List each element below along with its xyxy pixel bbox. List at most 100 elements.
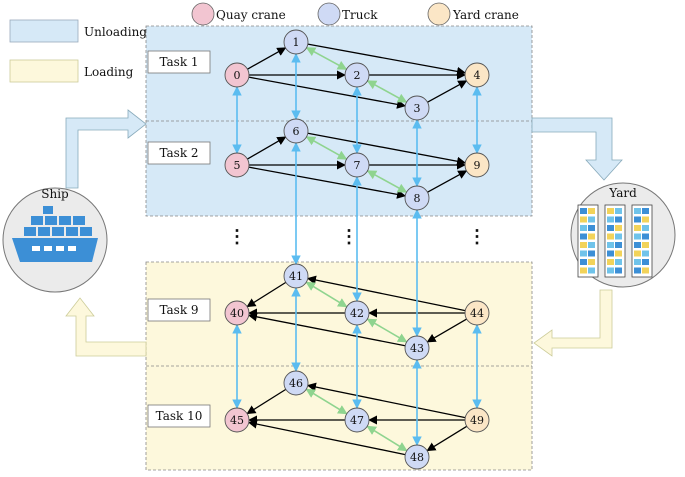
edge-7-8-green [366,170,408,193]
legend-unloading-swatch [9,19,79,43]
node-43: 43 [404,335,430,361]
node-7: 7 [344,152,370,178]
node-6: 6 [283,118,309,144]
node-label-8: 8 [414,192,421,205]
legend-quay-crane-label: Quay crane [216,8,286,22]
ship-icon [2,187,108,293]
node-9: 9 [464,152,490,178]
node-5: 5 [224,152,250,178]
node-label-41: 41 [289,270,303,283]
legend-loading-swatch [9,59,79,83]
edge-49-48 [426,425,468,452]
node-circle-49 [464,407,490,433]
node-circle-4 [464,62,490,88]
node-label-44: 44 [470,307,484,320]
ship-label: Ship [41,187,69,201]
edge-44-43 [426,318,467,343]
node-48: 48 [404,444,430,470]
legend-unloading-label: Unloading [84,25,147,39]
node-circle-6 [283,118,309,144]
node-label-7: 7 [354,159,361,172]
node-label-4: 4 [474,69,481,82]
node-circle-2 [344,62,370,88]
node-label-42: 42 [350,307,364,320]
node-label-5: 5 [234,159,241,172]
node-label-1: 1 [293,36,300,49]
node-4: 4 [464,62,490,88]
edge-47-48-green [366,425,408,452]
task10-box [147,404,211,428]
edge-42-43-green [366,318,408,343]
node-label-46: 46 [289,377,303,390]
node-46: 46 [283,370,309,396]
task2-label: Task 2 [159,146,198,160]
edge-41-42-green [305,281,348,308]
node-circle-0 [224,62,250,88]
edge-46-47-green [305,388,348,415]
node-41: 41 [283,263,309,289]
node-3: 3 [404,95,430,121]
legend-loading-label: Loading [84,65,134,79]
node-label-9: 9 [474,159,481,172]
edge-8-9 [427,170,468,193]
node-8: 8 [404,185,430,211]
edge-3-4 [427,80,468,103]
node-label-40: 40 [230,307,244,320]
node-2: 2 [344,62,370,88]
node-42: 42 [344,300,370,326]
task9-box [147,298,211,322]
node-circle-3 [404,95,430,121]
edge-5-6 [247,136,287,160]
node-44: 44 [464,300,490,326]
node-1: 1 [283,29,309,55]
task10-label: Task 10 [156,409,203,423]
node-circle-44 [464,300,490,326]
node-label-0: 0 [234,69,241,82]
task1-box [147,50,211,74]
flow-arrow-loading-to-ship [65,297,147,357]
legend-yard-crane-label: Yard crane [452,8,519,22]
legend-quay-crane-icon [191,2,215,26]
node-49: 49 [464,407,490,433]
node-40: 40 [224,300,250,326]
node-45: 45 [224,407,250,433]
node-label-48: 48 [410,451,424,464]
node-circle-8 [404,185,430,211]
node-circle-5 [224,152,250,178]
task9-label: Task 9 [159,303,198,317]
edge-0-1 [247,47,287,70]
node-circle-40 [224,300,250,326]
yard-icon [570,182,676,288]
flow-arrow-ship-to-unloading [65,109,147,189]
node-circle-45 [224,407,250,433]
task1-label: Task 1 [159,55,198,69]
node-circle-48 [404,444,430,470]
node-47: 47 [344,407,370,433]
ellipsis-3: ⋮ [468,227,486,248]
node-circle-41 [283,263,309,289]
flow-arrow-unloading-to-yard [531,117,623,181]
legend-yard-crane-icon [427,2,451,26]
node-0: 0 [224,62,250,88]
node-label-2: 2 [354,69,361,82]
edge-2-3-green [366,80,408,103]
edge-41-40 [246,281,287,308]
node-circle-43 [404,335,430,361]
task2-box [147,141,211,165]
legend-truck-label: Truck [342,8,378,22]
yard-label: Yard [608,186,637,200]
ellipsis-1: ⋮ [228,227,246,248]
node-circle-46 [283,370,309,396]
node-label-45: 45 [230,414,244,427]
node-circle-42 [344,300,370,326]
ellipsis-2: ⋮ [340,227,358,248]
node-circle-47 [344,407,370,433]
node-label-43: 43 [410,342,424,355]
node-circle-9 [464,152,490,178]
edge-46-45 [246,388,287,415]
edge-6-7-green [305,136,348,160]
node-label-49: 49 [470,414,484,427]
node-label-47: 47 [350,414,364,427]
node-label-6: 6 [293,125,300,138]
